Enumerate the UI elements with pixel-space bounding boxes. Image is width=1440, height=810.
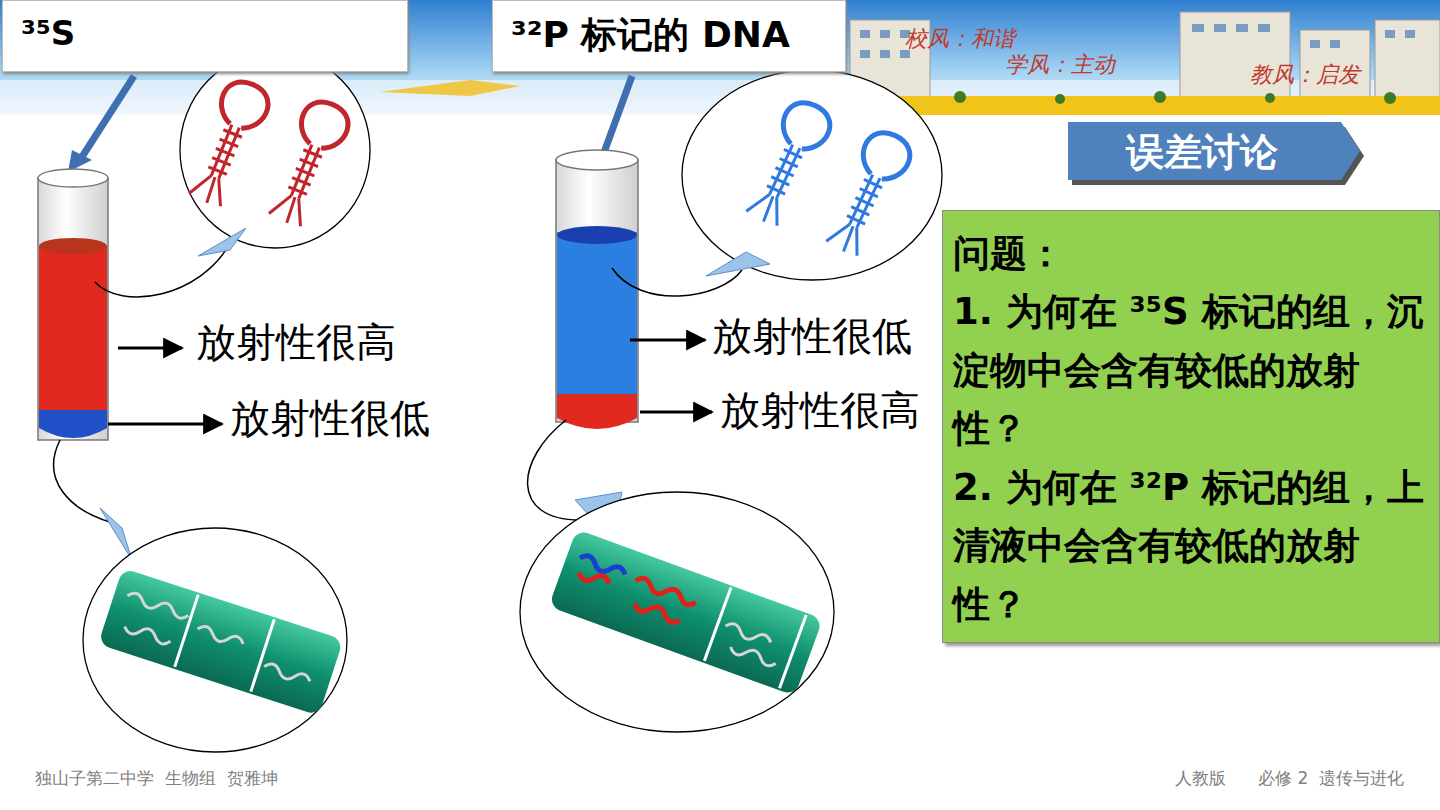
footer-text: 独山子第二中学 生物组 贺雅坤 [35,768,278,788]
tag-fill [1068,122,1360,180]
banner-motto: 学风：主动 [1005,52,1115,78]
node-text: 误差讨论 [1126,130,1355,176]
panel-heading: 问题： [953,225,1429,283]
result-text: 放射性很高 [720,386,920,434]
label-box: ³⁵S [2,0,408,72]
result-text: 放射性很低 [712,312,912,360]
result-text: 放射性很高 [196,318,396,366]
node-text: 1. 为何在 ³⁵S 标记的组，沉淀物中会含有较低的放射性？ [953,283,1429,458]
node-text: ³²P 标记的 DNA [511,13,835,56]
banner-motto: 校风：和谐 [905,26,1015,52]
question-panel: 问题：1. 为何在 ³⁵S 标记的组，沉淀物中会含有较低的放射性？2. 为何在 … [942,210,1440,643]
footer-text: 人教版 [1175,768,1226,788]
banner-motto: 教风：启发 [1250,62,1360,88]
node-text: 2. 为何在 ³²P 标记的组，上清液中会含有较低的放射性？ [953,459,1429,634]
footer-text: 必修 2 遗传与进化 [1258,768,1404,788]
result-text: 放射性很低 [230,394,430,442]
section-tag: 误差讨论 [1068,122,1365,185]
node-text: ³⁵S [21,13,397,54]
label-box: ³²P 标记的 DNA [492,0,846,72]
